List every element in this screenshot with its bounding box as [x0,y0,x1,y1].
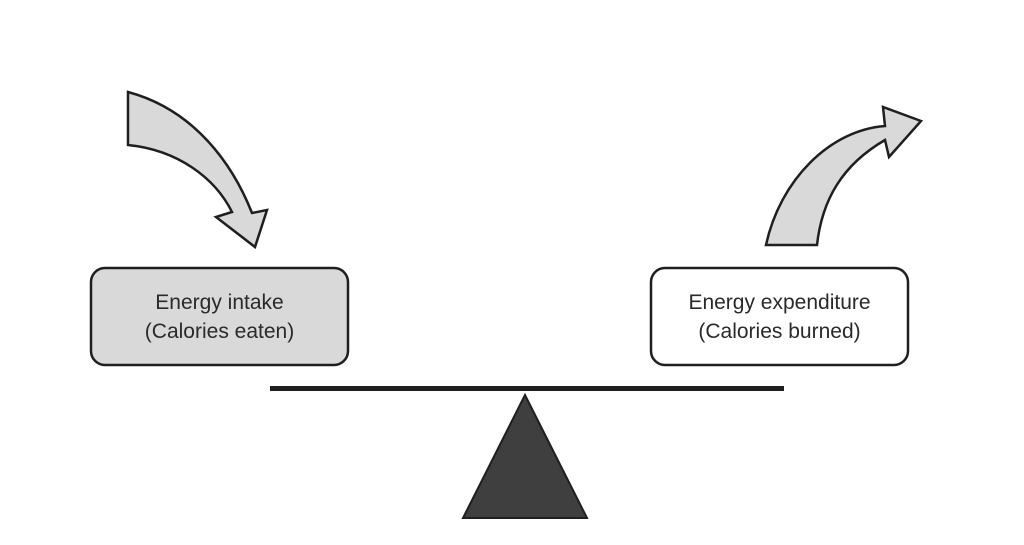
fulcrum-triangle-icon [461,392,589,519]
energy-expenditure-box-shape [649,266,910,367]
energy-expenditure-sublabel: (Calories burned) [698,320,860,343]
energy-intake-box-shape [89,266,350,367]
energy-intake-box: Energy intake (Calories eaten) [89,266,350,367]
energy-expenditure-label: Energy expenditure [688,291,870,314]
balance-beam [270,386,784,391]
expenditure-arrow-icon [764,105,924,247]
intake-arrow-icon [126,90,269,250]
energy-intake-label: Energy intake [155,291,283,314]
energy-intake-sublabel: (Calories eaten) [145,320,294,343]
energy-expenditure-box: Energy expenditure (Calories burned) [649,266,910,367]
